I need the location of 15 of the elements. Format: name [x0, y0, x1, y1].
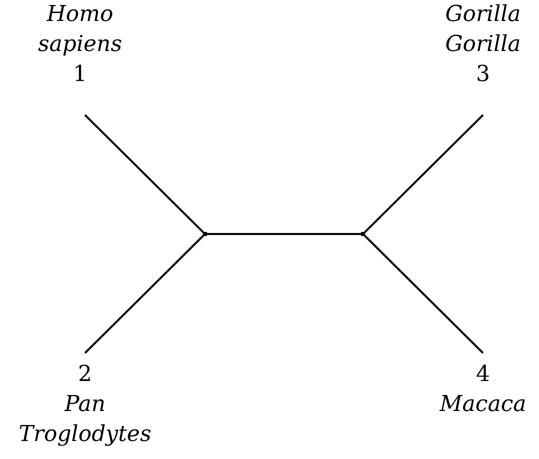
tree-branch [84, 233, 206, 354]
leaf-number: 3 [475, 61, 491, 89]
leaf-number: 1 [72, 61, 88, 89]
tree-branch [205, 233, 363, 235]
branch-point [203, 232, 207, 236]
species-name: Gorilla Gorilla [444, 1, 522, 59]
tree-branch [362, 233, 484, 354]
leaf-number: 2 [77, 361, 93, 389]
species-name: Pan Troglodytes [18, 391, 152, 449]
tree-branch [362, 114, 484, 235]
branch-point [361, 232, 365, 236]
tree-branch [84, 114, 206, 235]
leaf-number: 4 [475, 361, 491, 389]
species-name: Homo sapiens [36, 1, 123, 59]
species-name: Macaca [438, 391, 528, 419]
